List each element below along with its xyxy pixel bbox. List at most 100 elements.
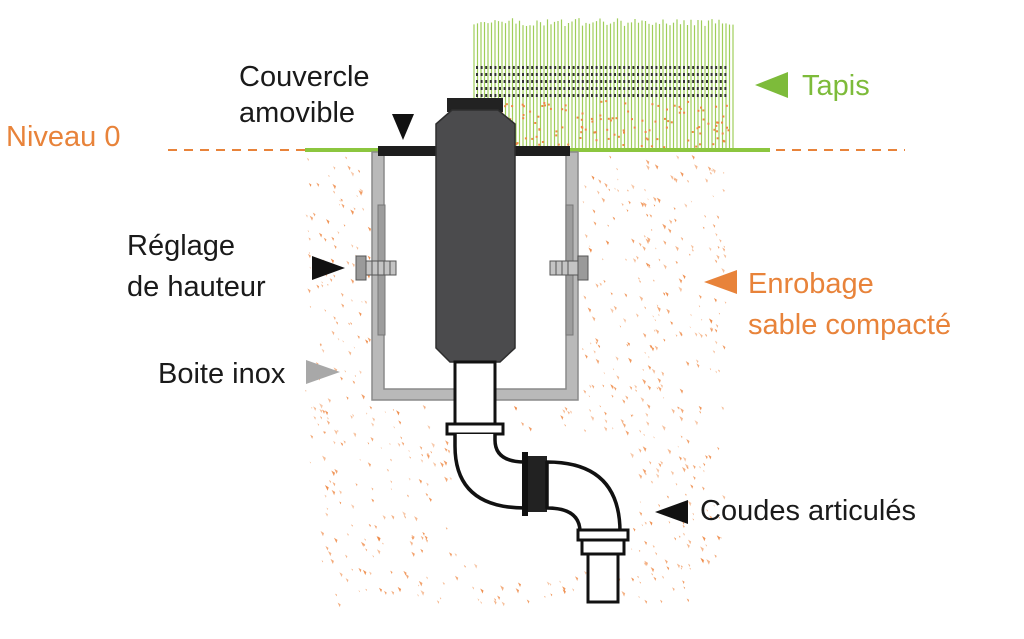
sand-grain xyxy=(358,311,362,317)
carpet-infill xyxy=(555,134,558,137)
sand-grain xyxy=(661,425,666,431)
sand-grain xyxy=(397,442,401,447)
carpet-backing-dot xyxy=(719,94,722,97)
sand-grain xyxy=(322,455,326,462)
carpet-backing-dot xyxy=(526,66,529,69)
sand-grain xyxy=(610,308,614,314)
sand-grain xyxy=(321,281,323,284)
sand-grain xyxy=(367,442,370,445)
sand-grain xyxy=(655,473,660,479)
carpet-backing-dot xyxy=(701,66,704,69)
sand-grain xyxy=(686,466,689,470)
sand-grain xyxy=(346,396,349,400)
carpet-infill xyxy=(678,105,681,108)
carpet-backing-dot xyxy=(476,73,478,76)
sand-grain xyxy=(649,344,652,349)
sand-grain xyxy=(419,445,423,450)
sand-grain xyxy=(639,501,642,504)
carpet-backing-dot xyxy=(554,80,557,83)
label-tapis: Tapis xyxy=(802,70,870,102)
carpet-infill xyxy=(664,117,666,120)
sand-grain xyxy=(679,415,683,422)
carpet-backing-dot xyxy=(655,94,658,97)
carpet-backing-dot xyxy=(581,80,584,83)
sand-grain xyxy=(604,182,608,188)
sand-grain xyxy=(708,318,713,324)
sand-grain xyxy=(652,279,655,282)
sand-grain xyxy=(351,524,353,527)
carpet-backing-dot xyxy=(503,80,506,83)
carpet-infill xyxy=(725,104,728,107)
sand-grain xyxy=(643,235,646,238)
carpet-backing-dot xyxy=(687,87,690,90)
carpet-backing-dot xyxy=(494,66,497,69)
carpet-infill xyxy=(717,121,720,124)
sand-grain xyxy=(722,247,726,252)
carpet-backing-dot xyxy=(660,87,662,90)
sand-grain xyxy=(719,239,722,243)
sand-grain xyxy=(362,569,367,576)
sand-grain xyxy=(443,460,448,466)
carpet-backing-dot xyxy=(568,66,570,69)
carpet-infill xyxy=(624,102,627,105)
sand-grain xyxy=(367,462,371,468)
carpet-backing-dot xyxy=(646,87,649,90)
carpet-backing-dot xyxy=(531,73,534,76)
sand-grain xyxy=(582,200,585,204)
sand-grain xyxy=(517,582,521,588)
carpet-backing-dot xyxy=(692,80,695,83)
sand-grain xyxy=(391,514,395,520)
carpet-backing-dot xyxy=(517,73,520,76)
sand-grain xyxy=(333,274,336,278)
carpet-infill xyxy=(663,146,666,149)
carpet-backing-dot xyxy=(540,87,543,90)
carpet-backing-dot xyxy=(637,94,639,97)
sand-grain xyxy=(672,587,675,592)
carpet-infill xyxy=(631,118,633,121)
carpet-backing-dot xyxy=(678,73,681,76)
sand-grain xyxy=(678,456,682,461)
carpet-infill xyxy=(713,128,716,131)
carpet-backing-dot xyxy=(549,94,552,97)
sand-grain xyxy=(694,164,698,170)
sand-grain xyxy=(402,511,406,517)
carpet-infill xyxy=(715,105,718,108)
sand-grain xyxy=(333,537,338,544)
sand-grain xyxy=(688,539,692,545)
sand-grain xyxy=(666,308,670,315)
sand-grain xyxy=(680,237,684,241)
carpet-backing-dot xyxy=(627,94,630,97)
carpet-infill xyxy=(538,128,541,131)
carpet-backing-dot xyxy=(719,87,722,90)
carpet-backing-dot xyxy=(485,94,488,97)
sand-grain xyxy=(583,295,587,300)
carpet-infill xyxy=(611,117,614,120)
sand-grain xyxy=(626,209,629,213)
carpet-infill xyxy=(699,132,702,135)
sand-grain xyxy=(642,332,647,338)
carpet-backing-dot xyxy=(660,66,662,69)
sand-grain xyxy=(473,563,478,569)
carpet-backing-dot xyxy=(715,73,718,76)
carpet-infill xyxy=(687,100,690,103)
sand-grain xyxy=(305,214,308,218)
sand-grain xyxy=(692,476,696,481)
sand-grain xyxy=(721,406,724,411)
sand-grain xyxy=(712,350,715,354)
sand-grain xyxy=(327,398,331,403)
sand-grain xyxy=(654,164,659,170)
carpet-backing-dot xyxy=(494,87,497,90)
sand-grain xyxy=(326,507,329,511)
sand-grain xyxy=(667,448,672,455)
carpet-backing-dot xyxy=(609,94,612,97)
carpet-backing-dot xyxy=(673,87,676,90)
sand-grain xyxy=(346,260,350,266)
sand-grain xyxy=(644,560,648,567)
carpet-backing-dot xyxy=(678,94,681,97)
sand-grain xyxy=(644,352,646,354)
sand-grain xyxy=(591,175,595,181)
sand-grain xyxy=(643,562,647,566)
carpet-backing-dot xyxy=(572,73,575,76)
carpet-backing-dot xyxy=(609,73,612,76)
sand-grain xyxy=(526,599,530,604)
